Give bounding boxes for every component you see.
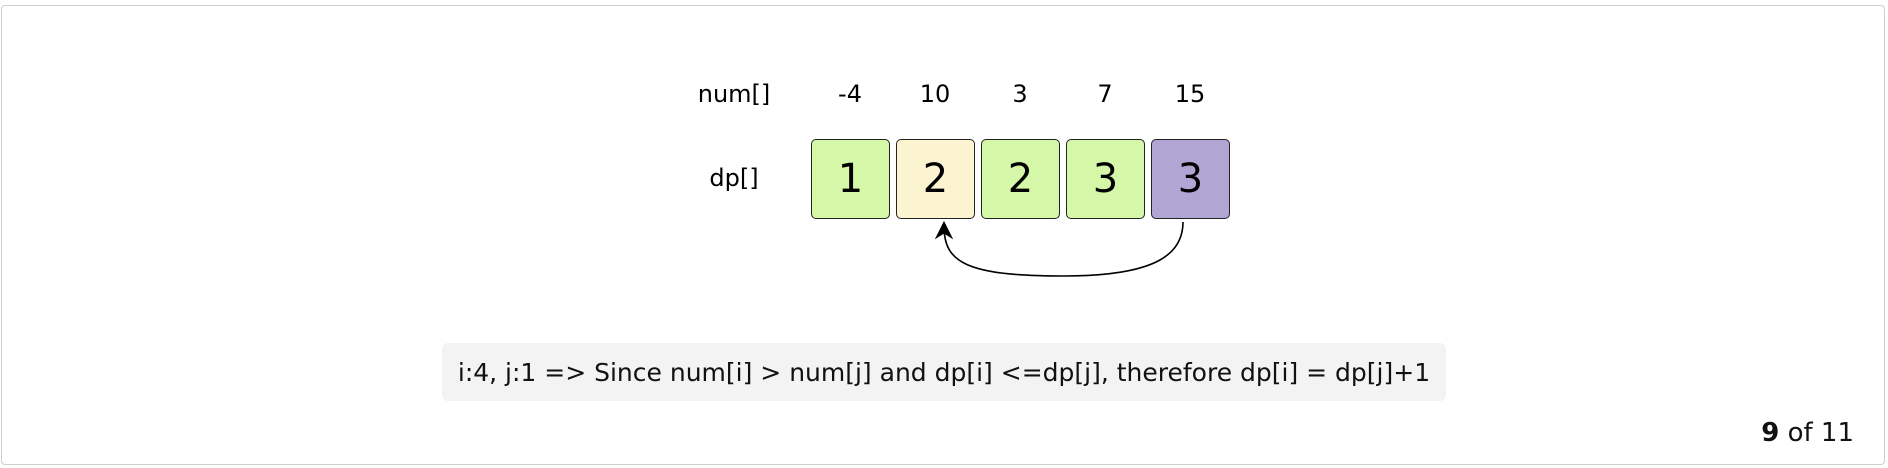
of-label: of: [1787, 418, 1813, 448]
dp-cell-3: 3: [1066, 139, 1145, 219]
num-value-4: 15: [1174, 80, 1206, 108]
total-slide-count: 11: [1820, 418, 1854, 448]
dp-cell-0: 1: [811, 139, 890, 219]
dp-cell-1: 2: [896, 139, 975, 219]
dp-cell-2: 2: [981, 139, 1060, 219]
step-caption: i:4, j:1 => Since num[i] > num[j] and dp…: [442, 343, 1446, 401]
num-value-0: -4: [838, 80, 862, 108]
dp-array-label: dp[]: [709, 164, 759, 192]
num-value-2: 3: [1012, 80, 1028, 108]
num-value-3: 7: [1097, 80, 1113, 108]
num-array-label: num[]: [697, 80, 771, 108]
dp-cell-4: 3: [1151, 139, 1230, 219]
current-slide-number: 9: [1761, 418, 1780, 448]
num-value-1: 10: [919, 80, 951, 108]
slide-counter: 9 of 11: [1761, 418, 1854, 448]
